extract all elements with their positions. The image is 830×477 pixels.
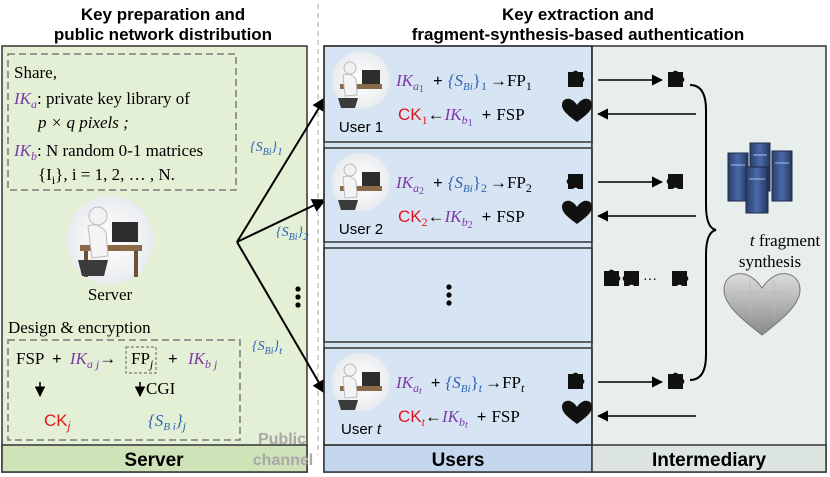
user-label: User 2 <box>339 221 383 238</box>
cgi-label: CGI <box>146 379 176 398</box>
share-box <box>7 53 237 191</box>
puzzle-piece-icon <box>566 174 583 189</box>
vertical-ellipsis-center <box>446 284 452 306</box>
channel-arrow-usert <box>236 241 326 395</box>
user-label: User 1 <box>339 119 383 136</box>
extraction-equation: IKa1+{SBi}1→FP1 <box>395 71 532 95</box>
user-avatar <box>332 353 390 411</box>
puzzle-piece-icon <box>568 372 585 389</box>
puzzle-piece-icon <box>622 271 639 286</box>
ikb-definition: IKb: N random 0-1 matrices <box>13 141 203 163</box>
server-label: Server <box>88 285 133 304</box>
design-box <box>7 339 241 441</box>
channel-arrow-user2 <box>236 199 327 243</box>
server-footer-bar <box>1 444 308 473</box>
sbij-label: {SB i}j <box>148 411 187 433</box>
share-title: Share, <box>14 63 57 82</box>
server-avatar <box>66 196 154 284</box>
heart-icon <box>562 98 592 122</box>
server-panel <box>1 45 308 473</box>
puzzle-piece-icon <box>604 269 621 286</box>
channel-footer-line2: channel <box>253 452 313 469</box>
users-footer-bar <box>323 444 593 473</box>
fpj-box <box>125 346 157 374</box>
ikbj-term: + IKb j <box>168 349 218 371</box>
authentication-equation: CK1←IKb1+FSP <box>398 105 525 129</box>
header-left-line1: Key preparation and <box>81 5 245 24</box>
channel-footer-line1: Public <box>258 431 306 448</box>
ikb-definition-line2: {Ii}, i = 1, 2, … , N. <box>38 165 175 187</box>
fpj-term: FPj <box>131 349 154 371</box>
extraction-equation: IKat+{SBi}t→FPt <box>395 373 525 397</box>
puzzle-piece-icon <box>668 70 685 87</box>
synthesis-brace <box>689 84 717 381</box>
heart-icon <box>562 200 592 224</box>
puzzle-piece-icon <box>672 271 689 286</box>
puzzle-piece-icon <box>568 70 585 87</box>
header-right-line2: fragment-synthesis-based authentication <box>412 25 745 44</box>
encryption-equation: FSP + IKa j→ <box>16 349 116 371</box>
header-left-line2: public network distribution <box>54 25 272 44</box>
channel-arrows <box>236 96 327 395</box>
puzzle-piece-icon <box>668 372 685 389</box>
user-avatar <box>332 51 390 109</box>
heart-icon <box>562 400 592 424</box>
server-footer-label: Server <box>124 450 184 471</box>
channel-label-2: {SBi}2 <box>276 225 309 243</box>
server-rack-icon <box>727 142 793 214</box>
intermediary-panel <box>591 45 827 473</box>
user1-box <box>323 45 593 143</box>
ika-definition: IKa: private key library of <box>13 89 190 111</box>
fragment-ellipsis: ··· <box>643 273 657 288</box>
authentication-equation: CKt←IKbt+FSP <box>398 407 520 431</box>
ika-definition-line2: p × q pixels ; <box>37 113 129 132</box>
vertical-ellipsis-left <box>295 286 301 308</box>
channel-label-t: {SBi}t <box>252 339 283 357</box>
intermediary-footer-bar <box>591 444 827 473</box>
header-right-line1: Key extraction and <box>502 5 654 24</box>
ckj-label: CKj <box>44 411 71 433</box>
design-title: Design & encryption <box>8 318 151 337</box>
user-ellipsis-box <box>323 247 593 343</box>
user-label: User t <box>341 421 382 438</box>
users-footer-label: Users <box>432 450 485 471</box>
authentication-equation: CK2←IKb2+FSP <box>398 207 525 231</box>
synthesis-label-line1: t fragment <box>750 231 821 250</box>
fragment-sequence: ··· <box>604 269 689 288</box>
channel-arrow-user1 <box>236 96 326 243</box>
puzzle-heart-icon <box>723 273 801 336</box>
extraction-equation: IKa2+{SBi}2→FP2 <box>395 173 532 197</box>
puzzle-piece-icon <box>666 174 683 189</box>
channel-label-1: {SBi}1 <box>250 140 283 158</box>
user-avatar <box>332 153 390 211</box>
user2-box <box>323 147 593 243</box>
synthesis-label-line2: synthesis <box>739 252 801 271</box>
intermediary-footer-label: Intermediary <box>652 450 766 471</box>
usert-box <box>323 347 593 446</box>
